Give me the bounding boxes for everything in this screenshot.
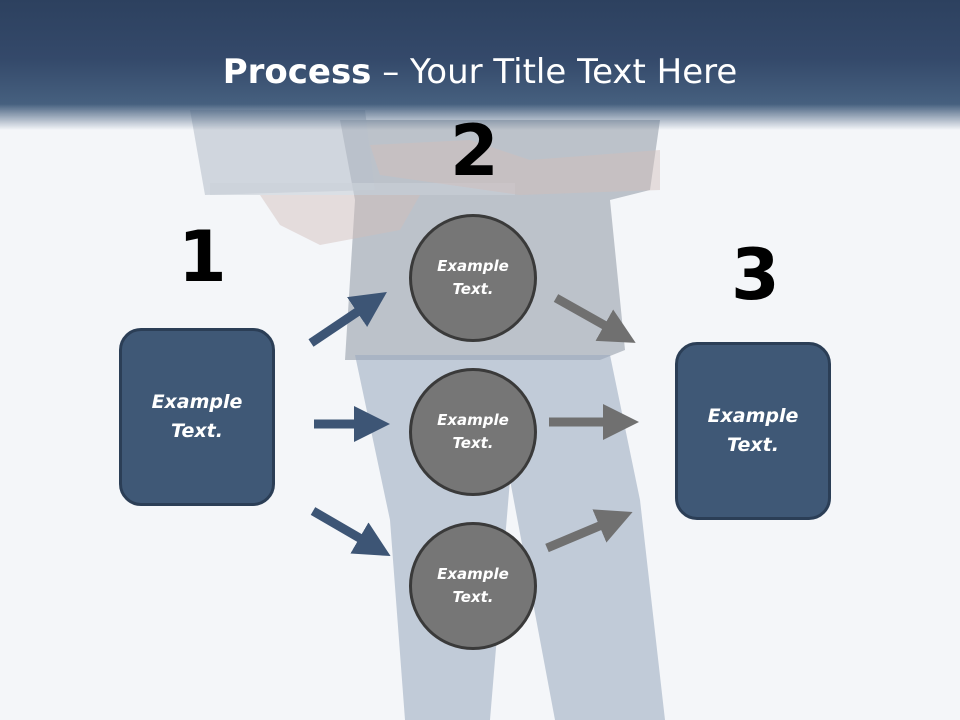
circle-3-text: Example Text. [437, 563, 509, 609]
arrow-1-to-2a [308, 291, 387, 347]
title-rest: – Your Title Text Here [371, 52, 738, 92]
step-3-text-line-1: Example [707, 405, 799, 427]
step-1-box[interactable]: Example Text. [119, 328, 275, 506]
step-number-3: 3 [731, 234, 780, 316]
circle-1-text: Example Text. [437, 255, 509, 301]
arrow-1-to-2c [310, 507, 391, 557]
step-3-text-line-2: Text. [727, 434, 779, 456]
circle-2-text: Example Text. [437, 409, 509, 455]
step-1-text: Example Text. [152, 388, 243, 446]
circle-2-text-line-1: Example [437, 411, 509, 429]
step-1-text-line-1: Example [151, 391, 243, 413]
step-number-2: 2 [450, 110, 499, 192]
title-bold: Process [222, 52, 372, 92]
step-2-circle-3[interactable]: Example Text. [409, 522, 537, 650]
circle-3-text-line-2: Text. [452, 588, 494, 606]
step-2-circle-2[interactable]: Example Text. [409, 368, 537, 496]
circle-1-text-line-2: Text. [452, 280, 494, 298]
title-bar [0, 0, 960, 130]
arrow-2c-to-3 [545, 509, 633, 553]
arrow-2a-to-3 [553, 294, 636, 343]
circle-2-text-line-2: Text. [452, 434, 494, 452]
step-2-circle-1[interactable]: Example Text. [409, 214, 537, 342]
step-3-box[interactable]: Example Text. [675, 342, 831, 520]
step-3-text: Example Text. [708, 402, 799, 460]
step-1-text-line-2: Text. [171, 420, 223, 442]
circle-3-text-line-1: Example [437, 565, 509, 583]
circle-1-text-line-1: Example [437, 257, 509, 275]
step-number-1: 1 [178, 216, 227, 298]
slide-title: Process – Your Title Text Here [0, 52, 960, 92]
